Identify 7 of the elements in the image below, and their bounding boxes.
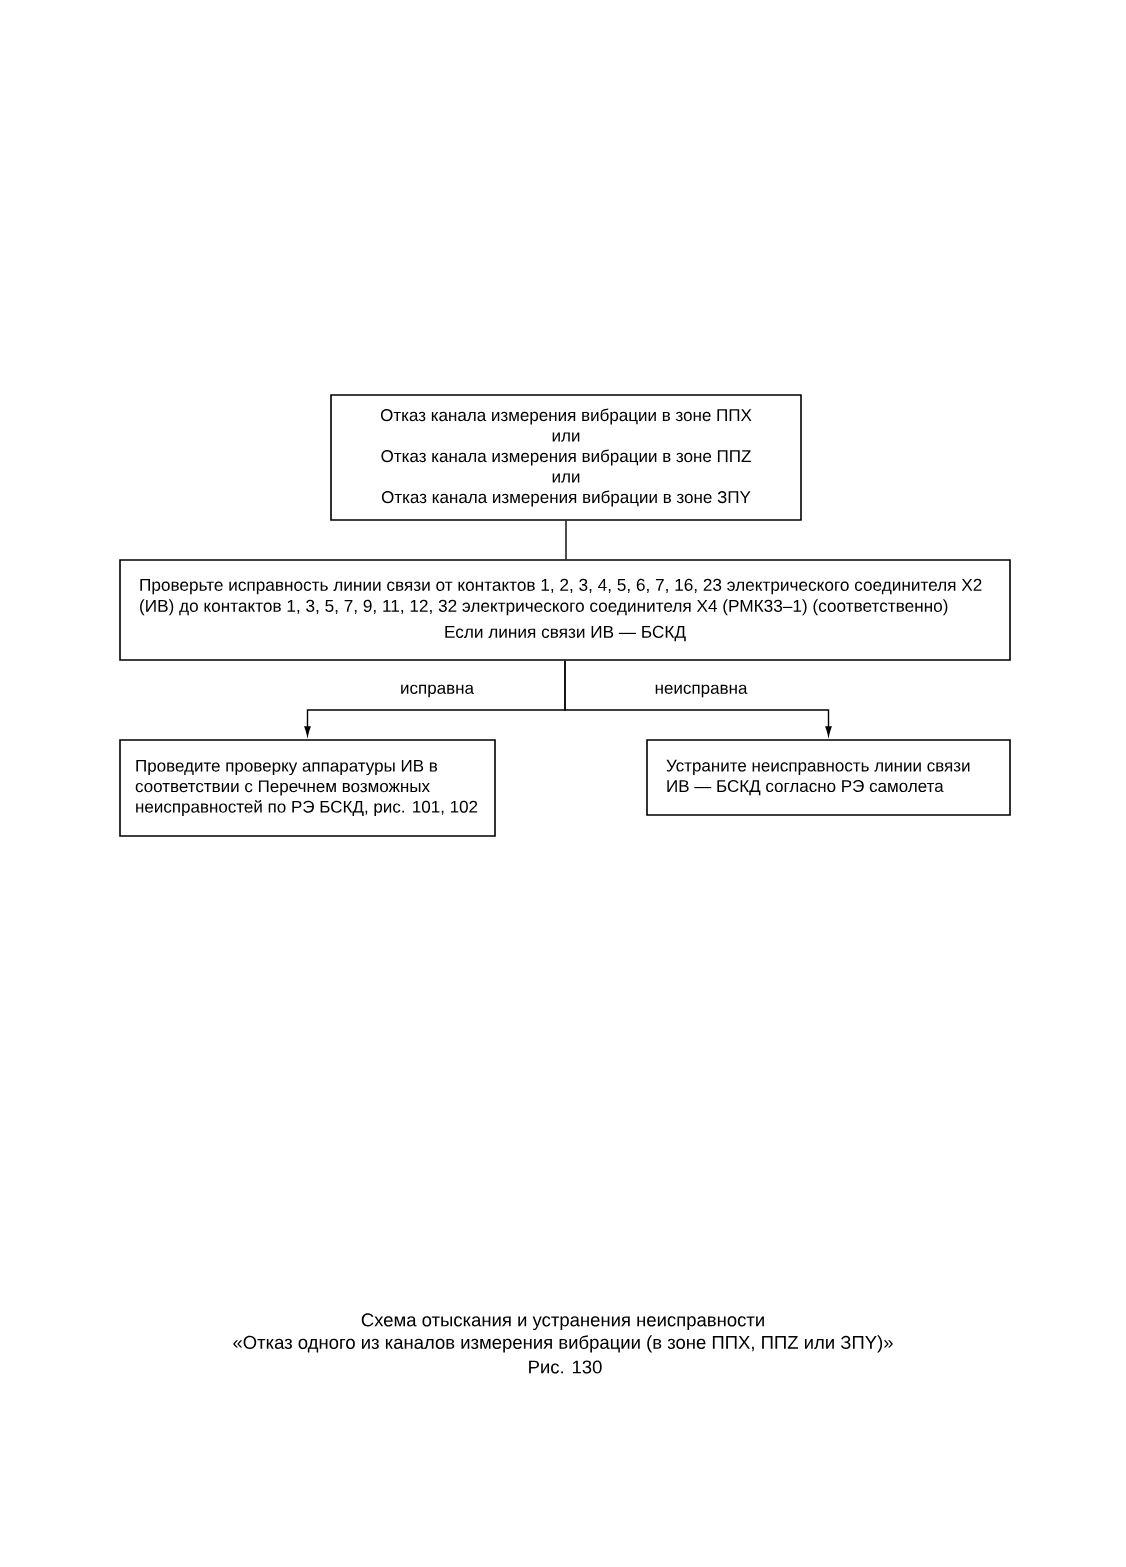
process-box: Проведите проверку аппаратуры ИВ в соответствии с Перечнем возможных неисправностей по РЭ БСКД, рис. 101, 102 bbox=[119, 739, 496, 837]
process-box: Проверьте исправность линии связи от контактов 1, 2, 3, 4, 5, 6, 7, 16, 23 электрического соединителя X2 (ИВ) до контактов 1, 3, 5, 7, 9, 11, 12, 32 электрического соединителя X4 (РМК33–1) (соответственно) Если линия связи ИВ — БСКД bbox=[119, 559, 1011, 661]
process-box: Отказ канала измерения вибрации в зоне ППX или Отказ канала измерения вибрации в зоне ППZ или Отказ канала измерения вибрации в зоне ЗПY bbox=[330, 394, 802, 521]
connector-line bbox=[565, 520, 567, 560]
figure-number: Рис. 130 bbox=[529, 1360, 602, 1374]
caption: Схема отыскания и устранения неисправности «Отказ одного из каналов измерения вибрации (в зоне ППX, ППZ или ЗПY)» bbox=[233, 1313, 893, 1353]
process-box: Устраните неисправность линии связи ИВ — БСКД согласно РЭ самолета bbox=[646, 739, 1011, 816]
